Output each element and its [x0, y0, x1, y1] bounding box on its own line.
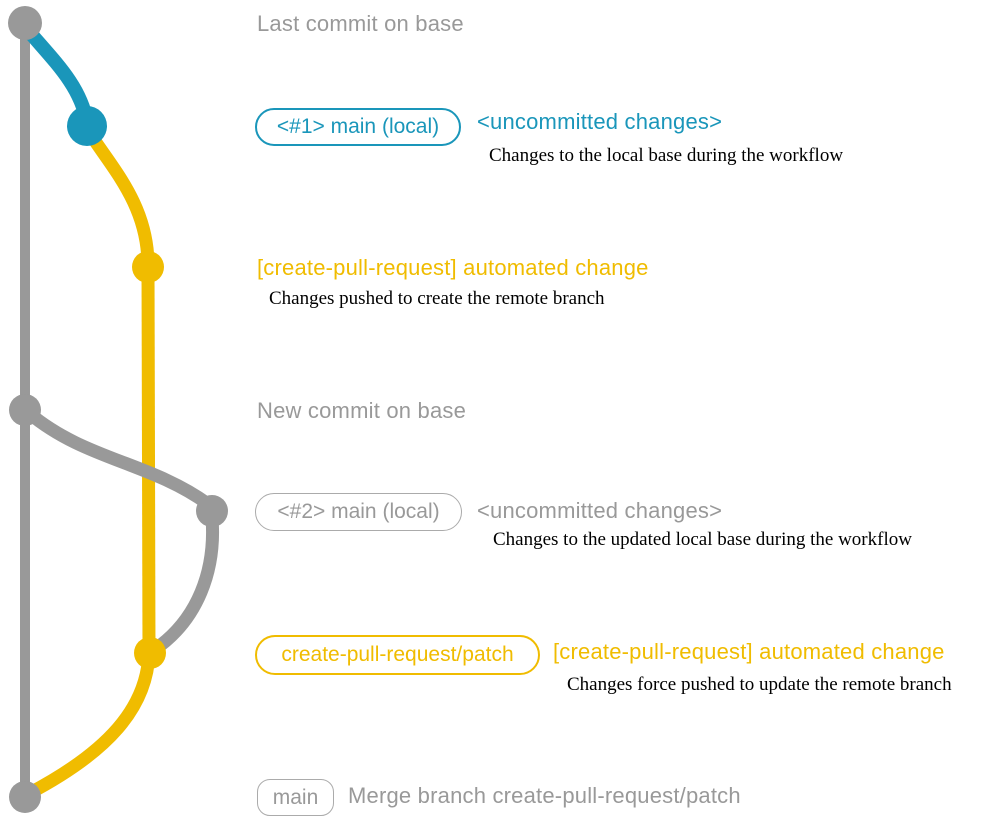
git-graph [8, 6, 228, 813]
branch-badge-main-local-2: <#2> main (local) [255, 493, 462, 531]
commit-dot-last-base [8, 6, 42, 40]
note-local-base-changes-2: Changes to the updated local base during… [493, 529, 912, 550]
branch-badge-main: main [257, 779, 334, 816]
label-uncommitted-changes-2: <uncommitted changes> [477, 498, 723, 523]
commit-dot-local-main-1 [67, 106, 107, 146]
commit-dot-patch-2 [134, 637, 166, 669]
patch-branch-merge-curve [21, 646, 156, 801]
label-automated-change-1: [create-pull-request] automated change [257, 255, 649, 280]
commit-dot-local-main-2 [196, 495, 228, 527]
label-merge-branch-message: Merge branch create-pull-request/patch [348, 783, 741, 808]
note-local-base-changes-1: Changes to the local base during the wor… [489, 145, 844, 166]
label-new-commit-on-base: New commit on base [257, 398, 467, 423]
commit-dot-patch-1 [132, 251, 164, 283]
patch-branch-create-curve [82, 125, 155, 272]
local-main-1-branch-curve [19, 21, 94, 129]
patch-branch-line [141, 266, 156, 654]
note-force-push-update-remote-branch: Changes force pushed to update the remot… [567, 674, 952, 695]
label-last-commit-on-base: Last commit on base [257, 11, 464, 36]
local-main-2-rebase-curve [147, 511, 220, 657]
note-push-create-remote-branch: Changes pushed to create the remote bran… [269, 288, 605, 309]
local-main-2-branch-curve [22, 406, 215, 511]
label-automated-change-2: [create-pull-request] automated change [553, 639, 945, 664]
commit-dot-merge [9, 781, 41, 813]
label-uncommitted-changes-1: <uncommitted changes> [477, 109, 723, 134]
branch-badge-main-local-1: <#1> main (local) [255, 108, 461, 146]
commit-dot-new-base [9, 394, 41, 426]
branch-badge-create-pull-request-patch: create-pull-request/patch [255, 635, 540, 675]
